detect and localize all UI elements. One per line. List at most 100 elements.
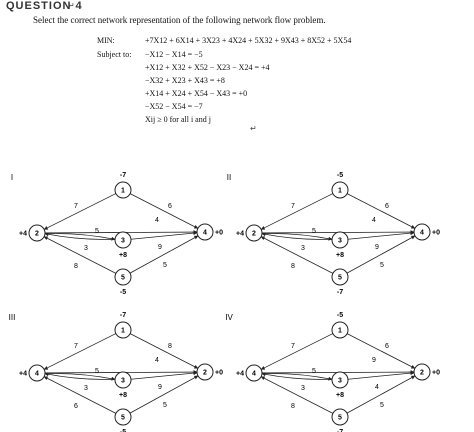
node-middle-label: 3 xyxy=(338,378,342,385)
constraint-5: −X52 − X54 = −7 xyxy=(145,102,203,111)
weight-left-mid-upper: 5 xyxy=(95,228,99,235)
question-prompt: Select the correct network representatio… xyxy=(33,15,326,25)
node-top-label: 1 xyxy=(338,328,342,335)
node-middle-label: 3 xyxy=(121,378,125,385)
node-left xyxy=(245,364,263,382)
edge-top-left xyxy=(43,193,117,230)
paragraph-mark-icon: ↵ xyxy=(250,124,257,133)
node-middle xyxy=(114,371,132,389)
node-left-label: 2 xyxy=(252,231,256,238)
supply-top: -7 xyxy=(120,172,126,179)
constraint-3: −X32 + X23 + X43 = +8 xyxy=(145,76,225,85)
edge-top-right xyxy=(346,333,416,369)
min-label: MIN: xyxy=(97,36,115,45)
supply-bottom: -5 xyxy=(120,429,126,432)
supply-middle: +8 xyxy=(336,252,344,259)
subject-to-label: Subject to: xyxy=(97,50,132,59)
supply-bottom: -7 xyxy=(337,429,343,432)
node-bottom xyxy=(114,268,132,286)
weight-top-right: 6 xyxy=(385,203,389,210)
weight-top-right: 6 xyxy=(385,343,389,350)
option-label-4: IV xyxy=(225,313,233,322)
nonnegativity: Xij ≥ 0 for all i and j xyxy=(145,115,211,124)
weight-mid-right: 4 xyxy=(375,384,379,391)
weight-bottom-right: 5 xyxy=(163,402,167,409)
weight-long-top: 9 xyxy=(372,357,376,364)
node-top-label: 1 xyxy=(121,188,125,195)
weight-mid-right: 9 xyxy=(158,244,162,251)
node-right-label: 4 xyxy=(203,230,207,237)
node-left xyxy=(28,224,46,242)
node-middle xyxy=(114,231,132,249)
edge-mid-left-lower xyxy=(261,372,333,380)
node-right-label: 2 xyxy=(203,370,207,377)
weight-bottom-right: 5 xyxy=(380,402,384,409)
supply-bottom: -7 xyxy=(337,289,343,296)
question-header: QUESTION 4 xyxy=(6,0,83,12)
node-left xyxy=(28,364,46,382)
edge-left-mid-upper xyxy=(44,373,116,381)
edge-bottom-right xyxy=(129,375,199,414)
node-right-label: 2 xyxy=(420,370,424,377)
supply-top: -7 xyxy=(120,312,126,319)
supply-left: +4 xyxy=(236,231,244,238)
weight-mid-right: 9 xyxy=(375,244,379,251)
edge-top-right xyxy=(346,193,416,229)
node-top-label: 1 xyxy=(338,188,342,195)
node-right xyxy=(196,223,214,241)
node-top xyxy=(331,181,349,199)
edge-top-left xyxy=(260,333,334,370)
edge-bottom-left xyxy=(260,236,334,274)
supply-left: +4 xyxy=(19,231,27,238)
constraint-4: +X14 + X24 + X54 − X43 = +0 xyxy=(145,89,248,98)
node-right xyxy=(413,363,431,381)
edge-bottom-left xyxy=(43,376,117,414)
node-right xyxy=(413,223,431,241)
weight-left-mid-upper: 5 xyxy=(312,368,316,375)
weight-bottom-right: 5 xyxy=(163,262,167,269)
node-bottom-label: 5 xyxy=(121,415,125,422)
node-bottom xyxy=(331,408,349,426)
supply-middle: +8 xyxy=(119,392,127,399)
weight-bottom-right: 5 xyxy=(380,262,384,269)
edge-left-mid-upper xyxy=(261,373,333,381)
edge-bottom-right xyxy=(129,235,199,274)
edge-mid-right xyxy=(130,371,198,380)
weight-top-right: 8 xyxy=(168,343,172,350)
edge-mid-right xyxy=(130,231,198,240)
weight-mid-right: 9 xyxy=(158,384,162,391)
node-top-label: 1 xyxy=(121,328,125,335)
weight-left-mid-lower: 3 xyxy=(84,385,88,392)
node-middle-label: 3 xyxy=(338,238,342,245)
supply-right: +0 xyxy=(432,370,440,377)
edge-bottom-left xyxy=(43,236,117,274)
node-left xyxy=(245,224,263,242)
option-label-1: I xyxy=(11,173,13,182)
supply-right: +0 xyxy=(432,230,440,237)
paragraph-mark-icon: ↵ xyxy=(68,1,75,10)
constraint-2: +X12 + X32 + X52 − X23 − X24 = +4 xyxy=(145,63,270,72)
supply-middle: +8 xyxy=(336,392,344,399)
supply-right: +0 xyxy=(215,370,223,377)
weight-top-right: 6 xyxy=(168,203,172,210)
node-middle-label: 3 xyxy=(121,238,125,245)
node-left-label: 4 xyxy=(252,371,256,378)
weight-left-mid-lower: 3 xyxy=(84,245,88,252)
edge-bottom-right xyxy=(346,235,416,274)
weight-long-top: 4 xyxy=(372,217,376,224)
node-middle xyxy=(331,231,349,249)
node-top xyxy=(114,321,132,339)
node-bottom xyxy=(331,268,349,286)
weight-left-mid-lower: 3 xyxy=(301,385,305,392)
weight-long-top: 4 xyxy=(155,217,159,224)
weight-bottom-left: 8 xyxy=(291,263,295,270)
node-middle xyxy=(331,371,349,389)
option-label-3: III xyxy=(9,313,16,322)
weight-left-mid-upper: 5 xyxy=(95,368,99,375)
weight-bottom-left: 6 xyxy=(74,403,78,410)
edge-mid-left-lower xyxy=(44,232,116,240)
node-bottom-label: 5 xyxy=(338,275,342,282)
weight-bottom-left: 8 xyxy=(74,263,78,270)
supply-bottom: -5 xyxy=(120,289,126,296)
